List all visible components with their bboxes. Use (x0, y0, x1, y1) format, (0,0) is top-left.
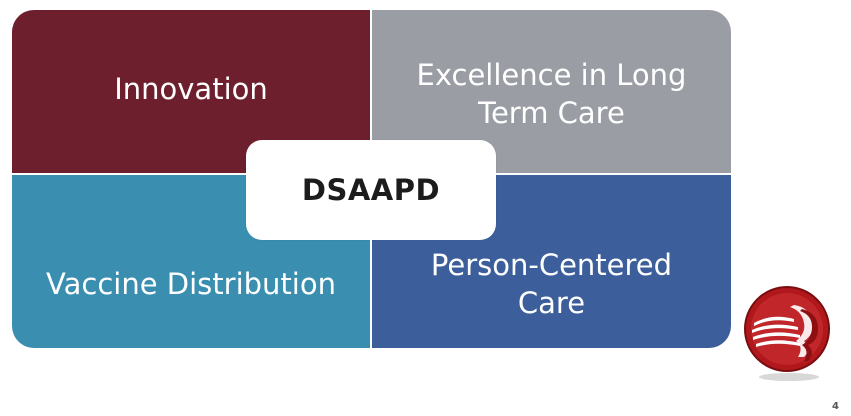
center-hub-label: DSAAPD (301, 173, 441, 207)
quadrant-label-line: Innovation (114, 72, 268, 106)
quadrant-label-line: Person-Centered (430, 248, 673, 282)
center-hub: DSAAPD (246, 140, 496, 240)
quadrant-label: Vaccine Distribution (46, 265, 336, 303)
quadrant-excellence-long-term-care: Excellence in Long Term Care (372, 10, 731, 173)
quadrant-label: Innovation (114, 70, 268, 108)
agency-logo-icon (742, 283, 832, 383)
quadrant-label: Excellence in Long Term Care (417, 56, 687, 132)
quadrant-label-line: Excellence in Long (416, 58, 687, 92)
quadrant-vaccine-distribution: Vaccine Distribution (12, 175, 370, 348)
page-number: 4 (832, 401, 839, 412)
quadrant-label-line: Care (517, 286, 586, 320)
quadrant-label-line: Vaccine Distribution (46, 267, 336, 301)
quadrant-innovation: Innovation (12, 10, 370, 173)
agency-logo-graphic (744, 286, 830, 381)
quadrant-label-line: Term Care (478, 96, 625, 130)
quadrant-label: Person-Centered Care (431, 246, 672, 322)
